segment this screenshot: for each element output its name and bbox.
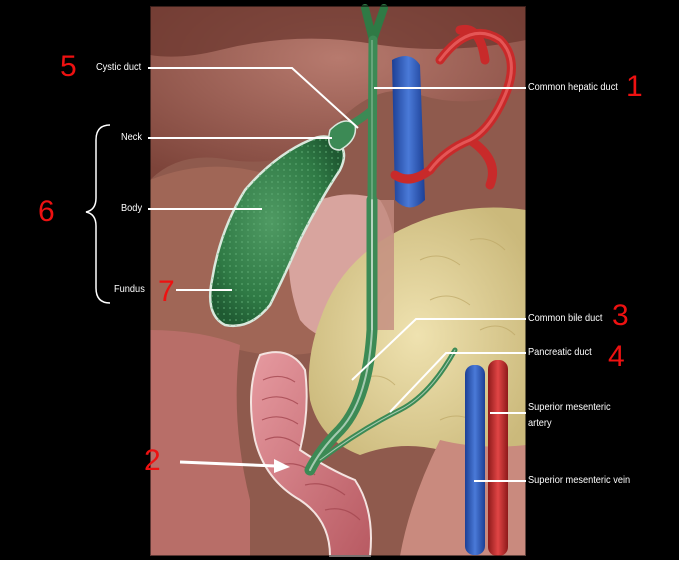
label-pancreatic-duct: Pancreatic duct xyxy=(528,346,592,358)
marker-7: 7 xyxy=(158,277,175,307)
marker-4: 4 xyxy=(608,342,625,372)
marker-5: 5 xyxy=(60,52,77,82)
marker-1: 1 xyxy=(626,72,643,102)
label-superior-mesenteric-vein: Superior mesenteric vein xyxy=(528,474,630,486)
label-superior-mesenteric-artery-line1: Superior mesenteric xyxy=(528,401,611,413)
label-neck: Neck xyxy=(121,131,142,143)
label-fundus: Fundus xyxy=(114,283,145,295)
label-cystic-duct: Cystic duct xyxy=(96,61,141,73)
label-common-bile-duct: Common bile duct xyxy=(528,312,602,324)
marker-2: 2 xyxy=(144,446,161,476)
label-superior-mesenteric-artery-line2: artery xyxy=(528,417,552,429)
marker-6: 6 xyxy=(38,197,55,227)
label-common-hepatic-duct: Common hepatic duct xyxy=(528,81,618,93)
label-body: Body xyxy=(121,202,142,214)
marker-3: 3 xyxy=(612,301,629,331)
